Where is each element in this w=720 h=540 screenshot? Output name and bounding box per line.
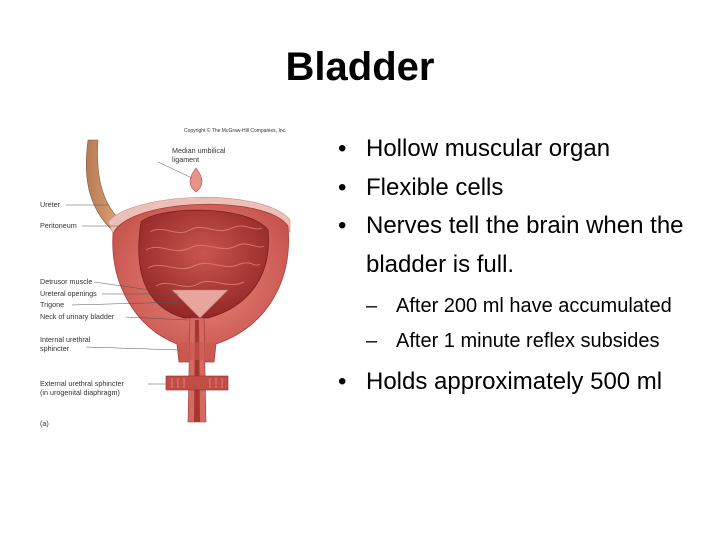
bullet-text: Flexible cells: [366, 173, 504, 201]
label-detrusor: Detrusor muscle: [40, 277, 92, 286]
bladder-cavity: [138, 209, 269, 319]
dash-glyph: –: [366, 295, 378, 317]
label-internal-sphincter-1: Internal urethral: [40, 335, 91, 344]
bullet-glyph: •: [338, 368, 347, 395]
copyright-text: Copyright © The McGraw-Hill Companies, I…: [184, 127, 287, 134]
sub-bullet-item: – After 1 minute reflex subsides: [366, 327, 710, 355]
trigone: [171, 289, 229, 319]
label-median-ligament: ligament: [172, 155, 199, 164]
sub-bullet-list: – After 200 ml have accumulated – After …: [366, 292, 710, 355]
bullet-item: • Flexible cells: [338, 169, 710, 208]
leader-lines: [66, 161, 193, 385]
label-median-umbilical: Median umbilical: [172, 146, 226, 155]
bullet-text: Hollow muscular organ: [366, 135, 611, 162]
label-trigone: Trigone: [40, 300, 64, 309]
label-ureteral-openings: Ureteral openings: [40, 289, 97, 298]
sub-bullet-text: After 200 ml have accumulated: [396, 295, 672, 317]
dash-glyph: –: [366, 330, 378, 352]
bullet-item: • Nerves tell the brain when the bladder…: [338, 207, 710, 284]
bullet-text: Holds approximately 500 ml: [366, 368, 663, 395]
sub-bullet-text: After 1 minute reflex subsides: [396, 330, 660, 352]
label-internal-sphincter-2: sphincter: [40, 344, 70, 353]
external-sphincter: [165, 375, 229, 391]
bullet-item: • Holds approximately 500 ml: [338, 365, 710, 398]
bladder-diagram: Copyright © The McGraw-Hill Companies, I…: [40, 127, 291, 428]
label-external-sphincter-1: External urethral sphincter: [40, 379, 125, 388]
bullet-glyph: •: [338, 173, 347, 201]
bullet-glyph: •: [338, 212, 347, 239]
sphincter-fibers: [171, 378, 223, 388]
bullet-item: • Hollow muscular organ: [338, 130, 710, 169]
sub-bullet-item: – After 200 ml have accumulated: [366, 292, 710, 320]
internal-sphincter: [179, 342, 215, 360]
mucosal-folds: [145, 225, 265, 288]
median-umbilical-ligament: [189, 167, 203, 193]
bladder-illustration: Copyright © The McGraw-Hill Companies, I…: [38, 122, 298, 432]
label-neck: Neck of urinary bladder: [40, 312, 115, 321]
label-panel: (a): [40, 419, 49, 428]
bullet-text: Nerves tell the brain when the bladder i…: [366, 212, 684, 278]
urethral-lumen: [194, 320, 200, 422]
slide-title: Bladder: [285, 45, 435, 89]
label-ureter: Ureter: [40, 200, 61, 209]
label-peritoneum: Peritoneum: [40, 221, 77, 230]
label-external-sphincter-2: (in urogenital diaphragm): [40, 388, 120, 397]
bullet-glyph: •: [338, 135, 347, 162]
bullet-list: • Hollow muscular organ • Flexible cells…: [338, 130, 710, 398]
